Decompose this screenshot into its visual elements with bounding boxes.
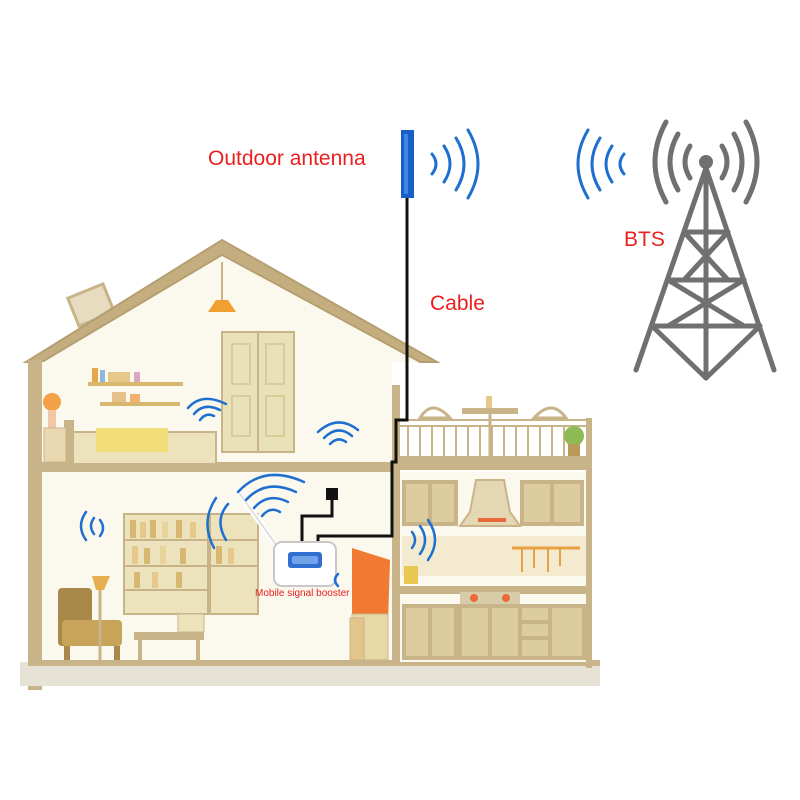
antenna-signal-icon	[430, 128, 480, 200]
wifi-wave-icon	[79, 397, 437, 588]
cable	[316, 198, 409, 548]
tv-screen	[352, 548, 390, 622]
stove	[460, 592, 520, 604]
speaker	[349, 617, 365, 661]
desk	[134, 632, 204, 640]
balcony-floor	[396, 456, 592, 470]
balcony-chair-right	[530, 406, 569, 420]
pot	[404, 566, 418, 584]
cable-label: Cable	[430, 292, 485, 315]
power-adapter	[326, 488, 338, 500]
outdoor-antenna-label: Outdoor antenna	[208, 147, 366, 170]
countertop	[400, 586, 586, 594]
ceiling-lamp	[208, 300, 236, 312]
left-wall	[28, 360, 42, 690]
floor-slab	[28, 462, 400, 472]
power-cable	[300, 496, 334, 548]
mobile-signal-booster	[237, 491, 337, 587]
balcony-table	[462, 408, 518, 414]
range-hood	[458, 479, 522, 527]
tower-top	[699, 155, 713, 169]
armchair	[58, 588, 122, 660]
kitchen	[396, 396, 592, 668]
balcony-railing	[400, 419, 586, 456]
tower-signal-icon	[652, 119, 760, 205]
floor-lamp	[92, 576, 110, 590]
potted-plant	[564, 426, 584, 446]
booster-label: Mobile signal booster	[255, 588, 350, 599]
wall-shelf	[88, 382, 183, 386]
incoming-signal-icon	[576, 128, 626, 200]
table-lamp	[43, 393, 61, 411]
balcony-chair-left	[417, 406, 454, 420]
bookshelf	[123, 513, 259, 615]
bts-label: BTS	[624, 228, 665, 251]
bts-tower	[633, 165, 777, 381]
